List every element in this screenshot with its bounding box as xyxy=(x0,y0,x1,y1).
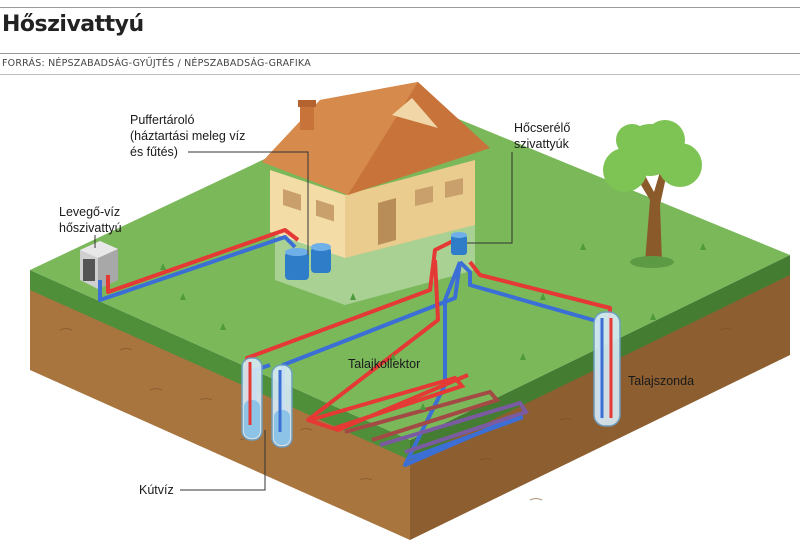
ground-collector-loops xyxy=(309,375,530,460)
tree-shadow xyxy=(630,256,674,268)
roof-dormer xyxy=(392,98,438,128)
tree-trunk xyxy=(635,165,668,262)
exchanger-pump xyxy=(451,232,467,255)
buffer-tanks xyxy=(285,243,331,280)
label-puffer-line3: és fűtés) xyxy=(130,145,178,159)
label-hocserelo-line1: Hőcserélő xyxy=(514,121,570,135)
label-talajkollektor: Talajkollektor xyxy=(348,357,420,371)
air-water-heat-pump-unit xyxy=(80,241,118,289)
house-window xyxy=(283,188,301,211)
soil-texture xyxy=(59,328,733,501)
label-kutviz: Kútvíz xyxy=(139,483,174,497)
well-tubes xyxy=(241,357,293,448)
house-window xyxy=(316,199,334,222)
house-side-wall xyxy=(345,160,475,258)
tree xyxy=(603,120,702,268)
leader-lines xyxy=(94,151,513,491)
source-rule xyxy=(0,74,800,75)
house-window xyxy=(445,178,463,198)
chimney xyxy=(300,106,314,130)
label-puffer-line2: (háztartási meleg víz xyxy=(130,129,245,143)
label-levego-line2: hőszivattyú xyxy=(59,221,122,235)
title-rule xyxy=(0,53,800,54)
grass-top xyxy=(30,95,790,440)
source-credit: FORRÁS: NÉPSZABADSÁG-GYŰJTÉS / NÉPSZABAD… xyxy=(2,58,311,69)
label-hocserelo-line2: szivattyúk xyxy=(514,137,570,151)
house-window xyxy=(415,186,433,206)
label-talajszonda: Talajszonda xyxy=(628,374,694,388)
top-rule xyxy=(0,7,800,8)
label-puffer-line1: Puffertároló xyxy=(130,113,194,127)
house-roof-side xyxy=(262,82,418,195)
leader-line-kutviz xyxy=(180,430,266,491)
label-levego-line1: Levegő-víz xyxy=(59,205,120,219)
leader-line-puffer xyxy=(188,151,309,255)
basement-volume xyxy=(275,225,475,305)
tree-canopy xyxy=(603,120,702,192)
house-door xyxy=(378,198,396,245)
grass-tufts xyxy=(160,243,706,410)
page-title: Hőszivattyú xyxy=(2,12,144,37)
leader-line-hocserelo xyxy=(467,152,513,244)
ground-probe xyxy=(593,311,621,427)
